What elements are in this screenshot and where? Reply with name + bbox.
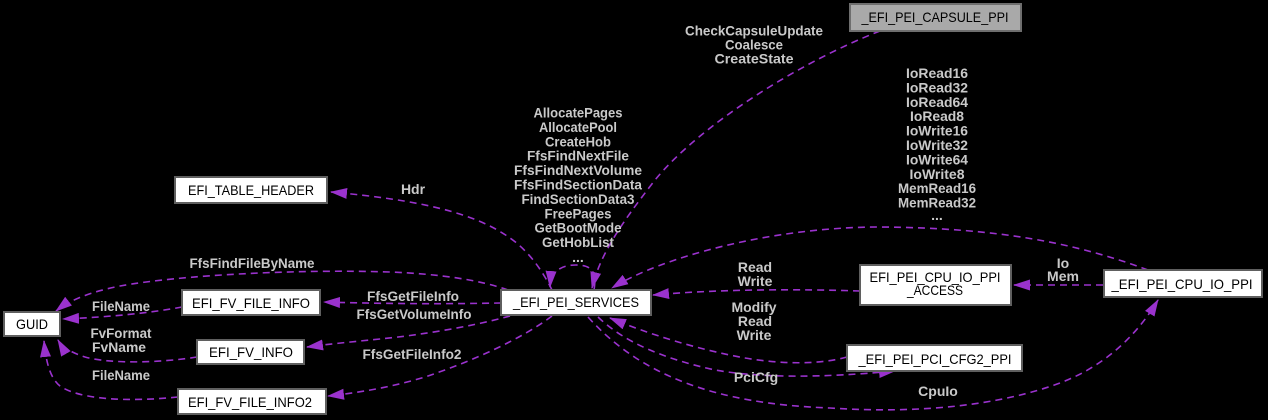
svg-text:FileName: FileName	[92, 367, 150, 383]
svg-text:_EFI_PEI_SERVICES: _EFI_PEI_SERVICES	[512, 294, 639, 310]
svg-text:CpuIo: CpuIo	[918, 383, 958, 399]
svg-text:Write: Write	[738, 273, 773, 289]
svg-text:EFI_FV_FILE_INFO: EFI_FV_FILE_INFO	[192, 295, 310, 311]
svg-text:EFI_FV_INFO: EFI_FV_INFO	[209, 344, 293, 360]
svg-text:FfsGetFileInfo: FfsGetFileInfo	[367, 288, 459, 304]
svg-text:CreateHob: CreateHob	[545, 133, 611, 149]
svg-text:_EFI_PEI_PCI_CFG2_PPI: _EFI_PEI_PCI_CFG2_PPI	[858, 351, 1012, 367]
svg-text:IoWrite8: IoWrite8	[910, 166, 965, 182]
svg-text:FvFormat: FvFormat	[91, 325, 152, 341]
svg-text:CreateState: CreateState	[715, 51, 794, 67]
svg-text:FfsFindNextVolume: FfsFindNextVolume	[514, 162, 642, 178]
svg-text:FfsFindSectionData: FfsFindSectionData	[514, 177, 642, 193]
svg-text:MemRead16: MemRead16	[898, 180, 976, 196]
svg-text:IoRead8: IoRead8	[910, 108, 964, 124]
svg-text:IoRead64: IoRead64	[906, 94, 968, 110]
svg-text:IoRead32: IoRead32	[906, 79, 968, 95]
svg-text:AllocatePool: AllocatePool	[539, 119, 617, 135]
svg-text:...: ...	[931, 207, 943, 223]
svg-text:Read: Read	[738, 259, 772, 275]
svg-text:EFI_FV_FILE_INFO2: EFI_FV_FILE_INFO2	[188, 394, 312, 410]
svg-text:Hdr: Hdr	[401, 181, 426, 197]
svg-text:GetHobList: GetHobList	[542, 234, 614, 250]
svg-text:_EFI_PEI_CAPSULE_PPI: _EFI_PEI_CAPSULE_PPI	[861, 9, 1009, 25]
svg-text:GUID: GUID	[16, 316, 48, 332]
svg-text:...: ...	[572, 249, 584, 265]
svg-text:GetBootMode: GetBootMode	[535, 220, 622, 236]
svg-text:Coalesce: Coalesce	[725, 37, 783, 53]
svg-text:AllocatePages: AllocatePages	[534, 105, 623, 121]
svg-text:Read: Read	[738, 313, 772, 329]
svg-text:FfsFindNextFile: FfsFindNextFile	[527, 148, 629, 164]
svg-text:IoWrite32: IoWrite32	[906, 137, 968, 153]
svg-text:Mem: Mem	[1047, 268, 1079, 284]
svg-text:CheckCapsuleUpdate: CheckCapsuleUpdate	[685, 23, 823, 39]
svg-text:FfsGetFileInfo2: FfsGetFileInfo2	[363, 346, 462, 362]
svg-text:FfsGetVolumeInfo: FfsGetVolumeInfo	[357, 306, 472, 322]
svg-text:IoWrite16: IoWrite16	[906, 123, 968, 139]
svg-text:Write: Write	[737, 327, 772, 343]
svg-text:FreePages: FreePages	[545, 205, 612, 221]
svg-text:FileName: FileName	[92, 298, 150, 314]
svg-text:FfsFindFileByName: FfsFindFileByName	[190, 255, 315, 271]
svg-text:FindSectionData3: FindSectionData3	[522, 191, 635, 207]
svg-text:_ACCESS: _ACCESS	[906, 282, 963, 298]
svg-text:EFI_TABLE_HEADER: EFI_TABLE_HEADER	[188, 182, 314, 198]
svg-text:_EFI_PEI_CPU_IO_PPI: _EFI_PEI_CPU_IO_PPI	[1111, 276, 1253, 292]
svg-text:Modify: Modify	[731, 299, 776, 315]
svg-text:PciCfg: PciCfg	[734, 369, 778, 385]
svg-text:IoRead16: IoRead16	[906, 65, 968, 81]
svg-text:EFI_PEI_CPU_IO_PPI: EFI_PEI_CPU_IO_PPI	[870, 269, 1001, 285]
svg-text:MemRead32: MemRead32	[898, 195, 976, 211]
svg-text:IoWrite64: IoWrite64	[906, 151, 968, 167]
svg-text:FvName: FvName	[92, 339, 146, 355]
svg-text:Io: Io	[1057, 255, 1069, 271]
